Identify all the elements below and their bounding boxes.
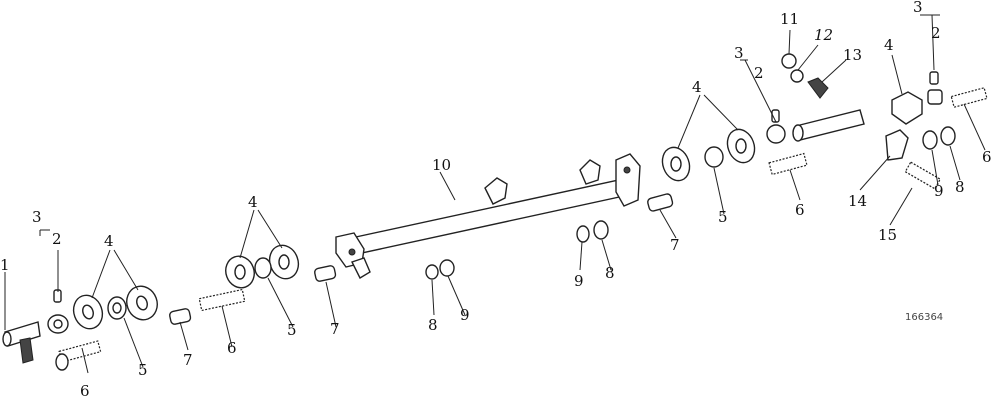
callout-5b: 5 [287, 321, 297, 339]
right-assembly [661, 53, 988, 190]
callout-3: 3 [32, 208, 42, 226]
callout-14: 14 [848, 192, 867, 210]
callout-4c: 4 [692, 78, 702, 96]
callout-9: 9 [460, 306, 470, 324]
callout-3b: 3 [734, 44, 744, 62]
callout-7b: 7 [330, 320, 340, 338]
callout-10: 10 [432, 156, 451, 174]
callout-8b: 8 [605, 264, 615, 282]
callout-2b: 2 [754, 64, 764, 82]
reference-code: 166364 [905, 312, 943, 323]
leader-lines [4, 14, 986, 374]
callout-3c: 3 [913, 0, 923, 16]
centre-small-parts [425, 193, 674, 280]
callout-4d: 4 [884, 36, 894, 54]
callout-4: 4 [104, 232, 114, 250]
callout-4b: 4 [248, 193, 258, 211]
callout-7: 7 [183, 351, 193, 369]
callout-1: 1 [0, 256, 10, 274]
callout-6d: 6 [982, 148, 992, 166]
callout-9b: 9 [574, 272, 584, 290]
callout-6b: 6 [227, 339, 237, 357]
callout-2c: 2 [931, 24, 941, 42]
callout-5c: 5 [718, 208, 728, 226]
callout-7c: 7 [670, 236, 680, 254]
callout-6c: 6 [795, 201, 805, 219]
callout-9c: 9 [934, 182, 944, 200]
callout-13: 13 [843, 46, 862, 64]
callout-6: 6 [80, 382, 90, 400]
left-assembly [2, 244, 337, 371]
main-shaft [335, 153, 641, 279]
callout-5: 5 [138, 361, 148, 379]
callout-11: 11 [780, 10, 799, 28]
callout-15: 15 [878, 226, 897, 244]
callout-2: 2 [52, 230, 62, 248]
callout-8c: 8 [955, 178, 965, 196]
callout-12: 12 [814, 26, 833, 44]
callout-8: 8 [428, 316, 438, 334]
